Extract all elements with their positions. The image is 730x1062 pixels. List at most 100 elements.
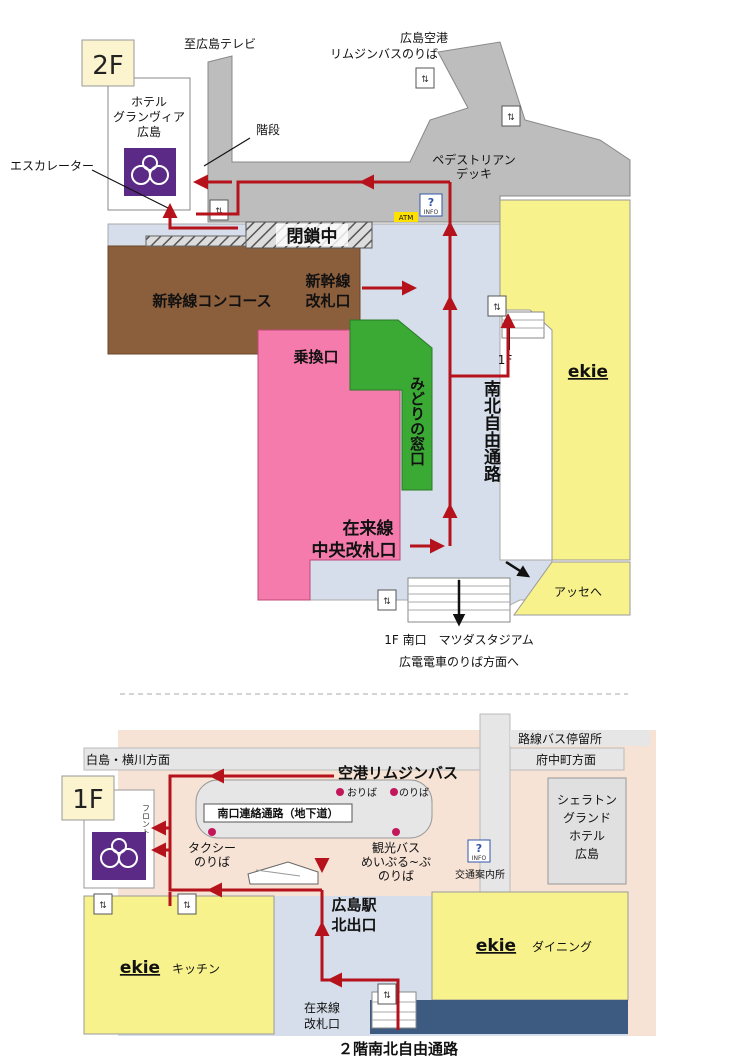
route-lines-lower — [151, 768, 400, 1030]
bus-stop-label: 路線バス停留所 — [518, 731, 602, 746]
lower-floor-map: 1F フロント シェラトン グランド ホテル 広島 ekie キッチン ekie… — [61, 713, 656, 1058]
tour-bus-dot — [392, 828, 400, 836]
taxi-dot — [208, 828, 216, 836]
shinkansen-gate-1: 新幹線 — [305, 272, 350, 290]
tour-bus-label-1: 観光バス — [372, 841, 420, 855]
shinkansen-concourse-area — [107, 245, 361, 355]
bus-drop-dot — [336, 788, 344, 796]
concourse-label: 新幹線コンコース — [152, 292, 271, 310]
sheraton-2: グランド — [563, 811, 611, 825]
tour-bus-label-3: のりば — [378, 869, 414, 883]
transfer-gate-label: 乗換口 — [293, 348, 338, 366]
atm-label: ATM — [399, 214, 414, 222]
svg-text:⇅: ⇅ — [99, 901, 107, 911]
ekie-dining-logo: ekie — [476, 936, 516, 956]
deck-label-2: デッキ — [456, 166, 492, 181]
svg-text:⇅: ⇅ — [383, 597, 391, 607]
closed-label-box — [276, 224, 348, 246]
south-exit-2: 広電電車のりば方面へ — [399, 654, 519, 669]
svg-text:⇅: ⇅ — [507, 113, 515, 123]
midori-window-area — [349, 319, 433, 491]
hotel-name-2: グランヴィア — [113, 109, 185, 124]
svg-text:⇅: ⇅ — [183, 901, 191, 911]
svg-text:?: ? — [476, 842, 482, 855]
stairs-strip — [145, 235, 247, 247]
deck-label-1: ペデストリアン — [432, 152, 516, 167]
hotel-logo-icon — [124, 148, 176, 196]
atm-badge — [394, 212, 418, 222]
elevator-icon: ⇅ — [501, 105, 521, 127]
sheraton-1: シェラトン — [557, 793, 617, 807]
taxi-label-2: のりば — [194, 855, 230, 869]
svg-text:⇅: ⇅ — [383, 991, 391, 1001]
ekie-dining-name: ダイニング — [532, 939, 592, 954]
north-south-passage-label: 南北自由通路 — [480, 379, 501, 483]
info-icon: ? INFO — [467, 839, 491, 863]
asse-arrow — [505, 560, 531, 578]
svg-text:⇅: ⇅ — [421, 75, 429, 85]
midori-label: みどりの窓口 — [408, 376, 426, 466]
svg-text:⇅: ⇅ — [215, 207, 223, 217]
shirashima-label: 白島・横川方面 — [86, 752, 170, 767]
stairs-pointer — [203, 137, 251, 167]
zairai-gate-1f-2: 改札口 — [304, 1017, 340, 1031]
svg-text:INFO: INFO — [424, 209, 439, 216]
sheraton-building — [547, 777, 627, 885]
stairs-label: 階段 — [256, 122, 280, 137]
bus-pick-dot — [390, 788, 398, 796]
escalator-pointer — [91, 169, 169, 209]
closed-label: 閉鎖中 — [287, 226, 338, 247]
airport-bus-label-1: 広島空港 — [400, 30, 448, 45]
underpass-box — [203, 803, 353, 823]
pick-up-label: のりば — [399, 787, 429, 799]
taxi-label-1: タクシー — [188, 841, 236, 855]
elevator-icon: ⇅ — [209, 199, 229, 221]
svg-text:?: ? — [428, 196, 434, 209]
ekie-kitchen-area — [83, 895, 275, 1035]
ekie-kitchen-logo: ekie — [120, 958, 160, 978]
info-icon: ? INFO — [419, 193, 443, 217]
ekie-label-upper: ekie — [568, 362, 608, 382]
tour-bus-label-2: めいぷる~ぷ — [361, 855, 431, 869]
north-exit-2: 北出口 — [331, 916, 376, 934]
escalator-label: エスカレーター — [10, 159, 94, 173]
hotel-name-1: ホテル — [131, 95, 167, 109]
underpass-stairs — [247, 861, 319, 885]
north-exit-1: 広島駅 — [331, 896, 377, 914]
drop-off-label: おりば — [347, 787, 377, 799]
floor-badge-2f: 2F — [92, 51, 124, 81]
asse-area — [513, 561, 631, 616]
ekie-area-upper — [499, 199, 631, 561]
zairai-gate-1f-1: 在来線 — [304, 1000, 340, 1015]
south-exit-1: 1F 南口 マツダスタジアム — [384, 632, 534, 647]
sheraton-3: ホテル — [569, 829, 605, 843]
elevator-icon: ⇅ — [177, 893, 197, 915]
shinkansen-gate-2: 改札口 — [305, 292, 350, 310]
airport-limousine-label: 空港リムジンバス — [338, 764, 458, 782]
elevator-icon: ⇅ — [93, 893, 113, 915]
floor-badge-1f-box — [61, 775, 115, 821]
ekie-dining-area — [431, 891, 629, 1001]
airport-bus-label-2: リムジンバスのりば — [330, 47, 438, 61]
fuchu-label: 府中町方面 — [536, 752, 596, 767]
elevator-icon: ⇅ — [415, 67, 435, 89]
road-vertical — [479, 713, 511, 895]
transport-info-label: 交通案内所 — [455, 868, 505, 881]
sheraton-4: 広島 — [575, 846, 599, 861]
to-tv-label: 至広島テレビ — [184, 36, 256, 51]
asse-label: アッセへ — [554, 585, 602, 599]
front-label: フロント — [142, 804, 151, 836]
elevator-icon: ⇅ — [487, 295, 507, 317]
hotel-name-3: 広島 — [137, 124, 161, 139]
floor-badge-2f-box — [81, 39, 135, 87]
ekie-kitchen-name: キッチン — [172, 962, 220, 976]
hotel-logo-icon — [92, 832, 146, 880]
zairai-gate-2: 中央改札口 — [312, 540, 397, 561]
to-1f-label: 1F — [498, 353, 513, 367]
bus-stop-road — [510, 730, 650, 746]
elevator-icon: ⇅ — [377, 589, 397, 611]
zairai-gate-1: 在来線 — [343, 518, 394, 539]
second-floor-passage-label: ２階南北自由通路 — [338, 1040, 459, 1058]
route-lines-upper — [162, 174, 516, 554]
